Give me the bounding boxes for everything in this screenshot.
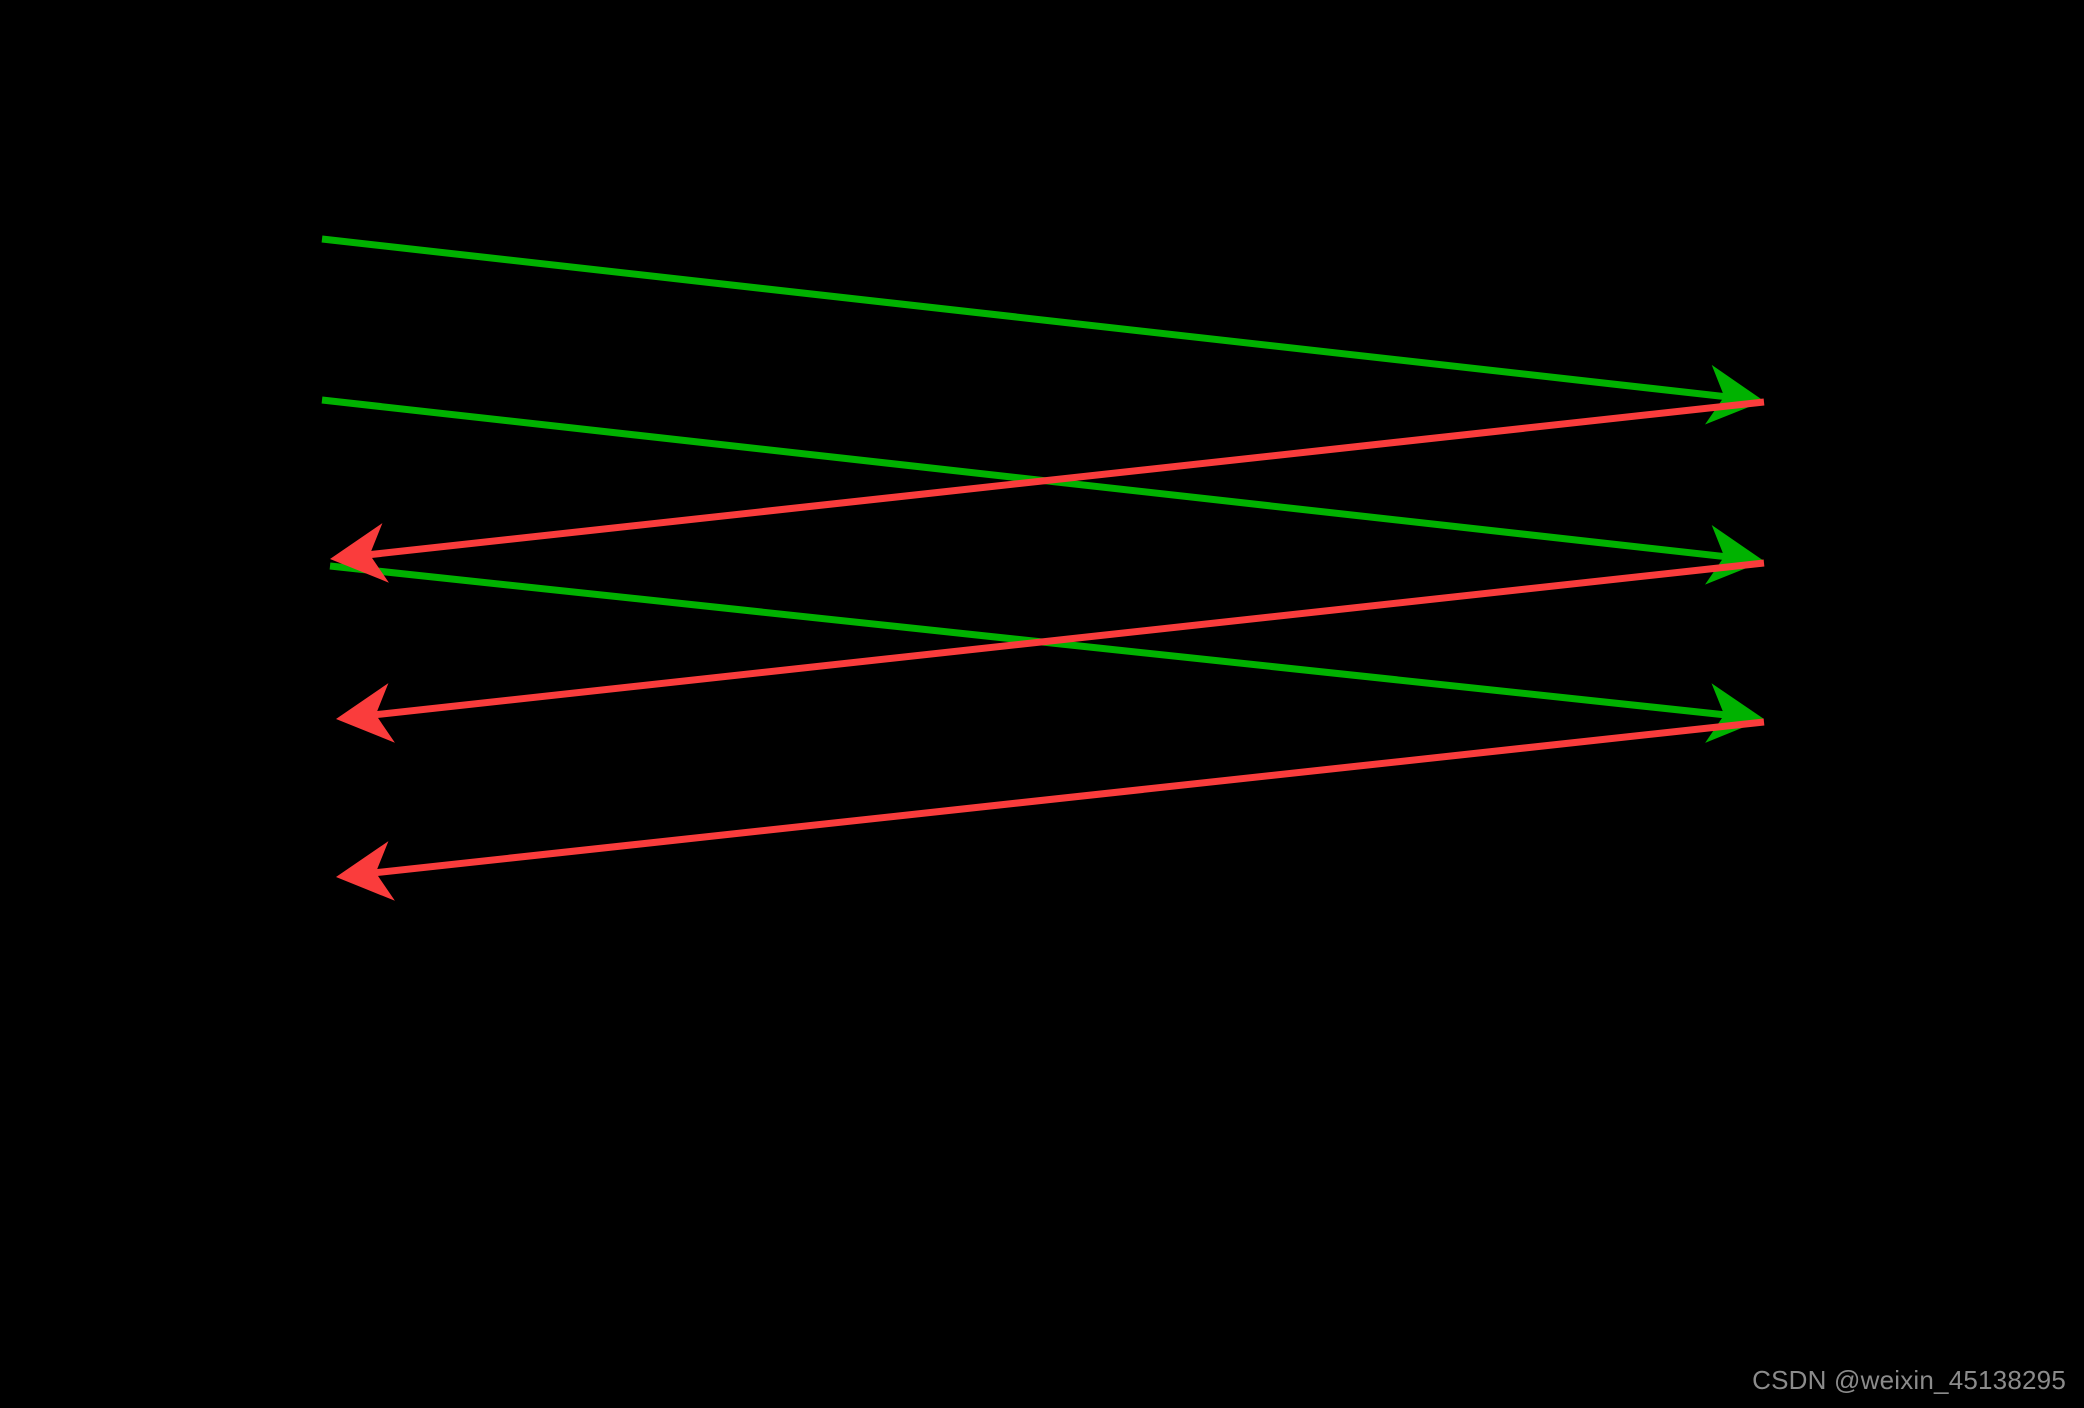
arrow-shaft — [321, 235, 1734, 402]
csdn-watermark: CSDN @weixin_45138295 — [1752, 1365, 2066, 1395]
arrowhead — [330, 523, 389, 583]
arrow-shaft — [321, 396, 1734, 562]
arrow-shaft — [360, 398, 1765, 560]
arrow-shaft — [366, 559, 1765, 720]
arrowhead — [336, 683, 395, 743]
arrow-shaft — [366, 718, 1765, 878]
arrowhead — [336, 841, 395, 901]
arrow-red-2 — [336, 559, 1765, 743]
arrow-red-3 — [336, 718, 1765, 901]
arrow-layer — [321, 235, 1765, 901]
arrow-red-1 — [330, 398, 1765, 583]
